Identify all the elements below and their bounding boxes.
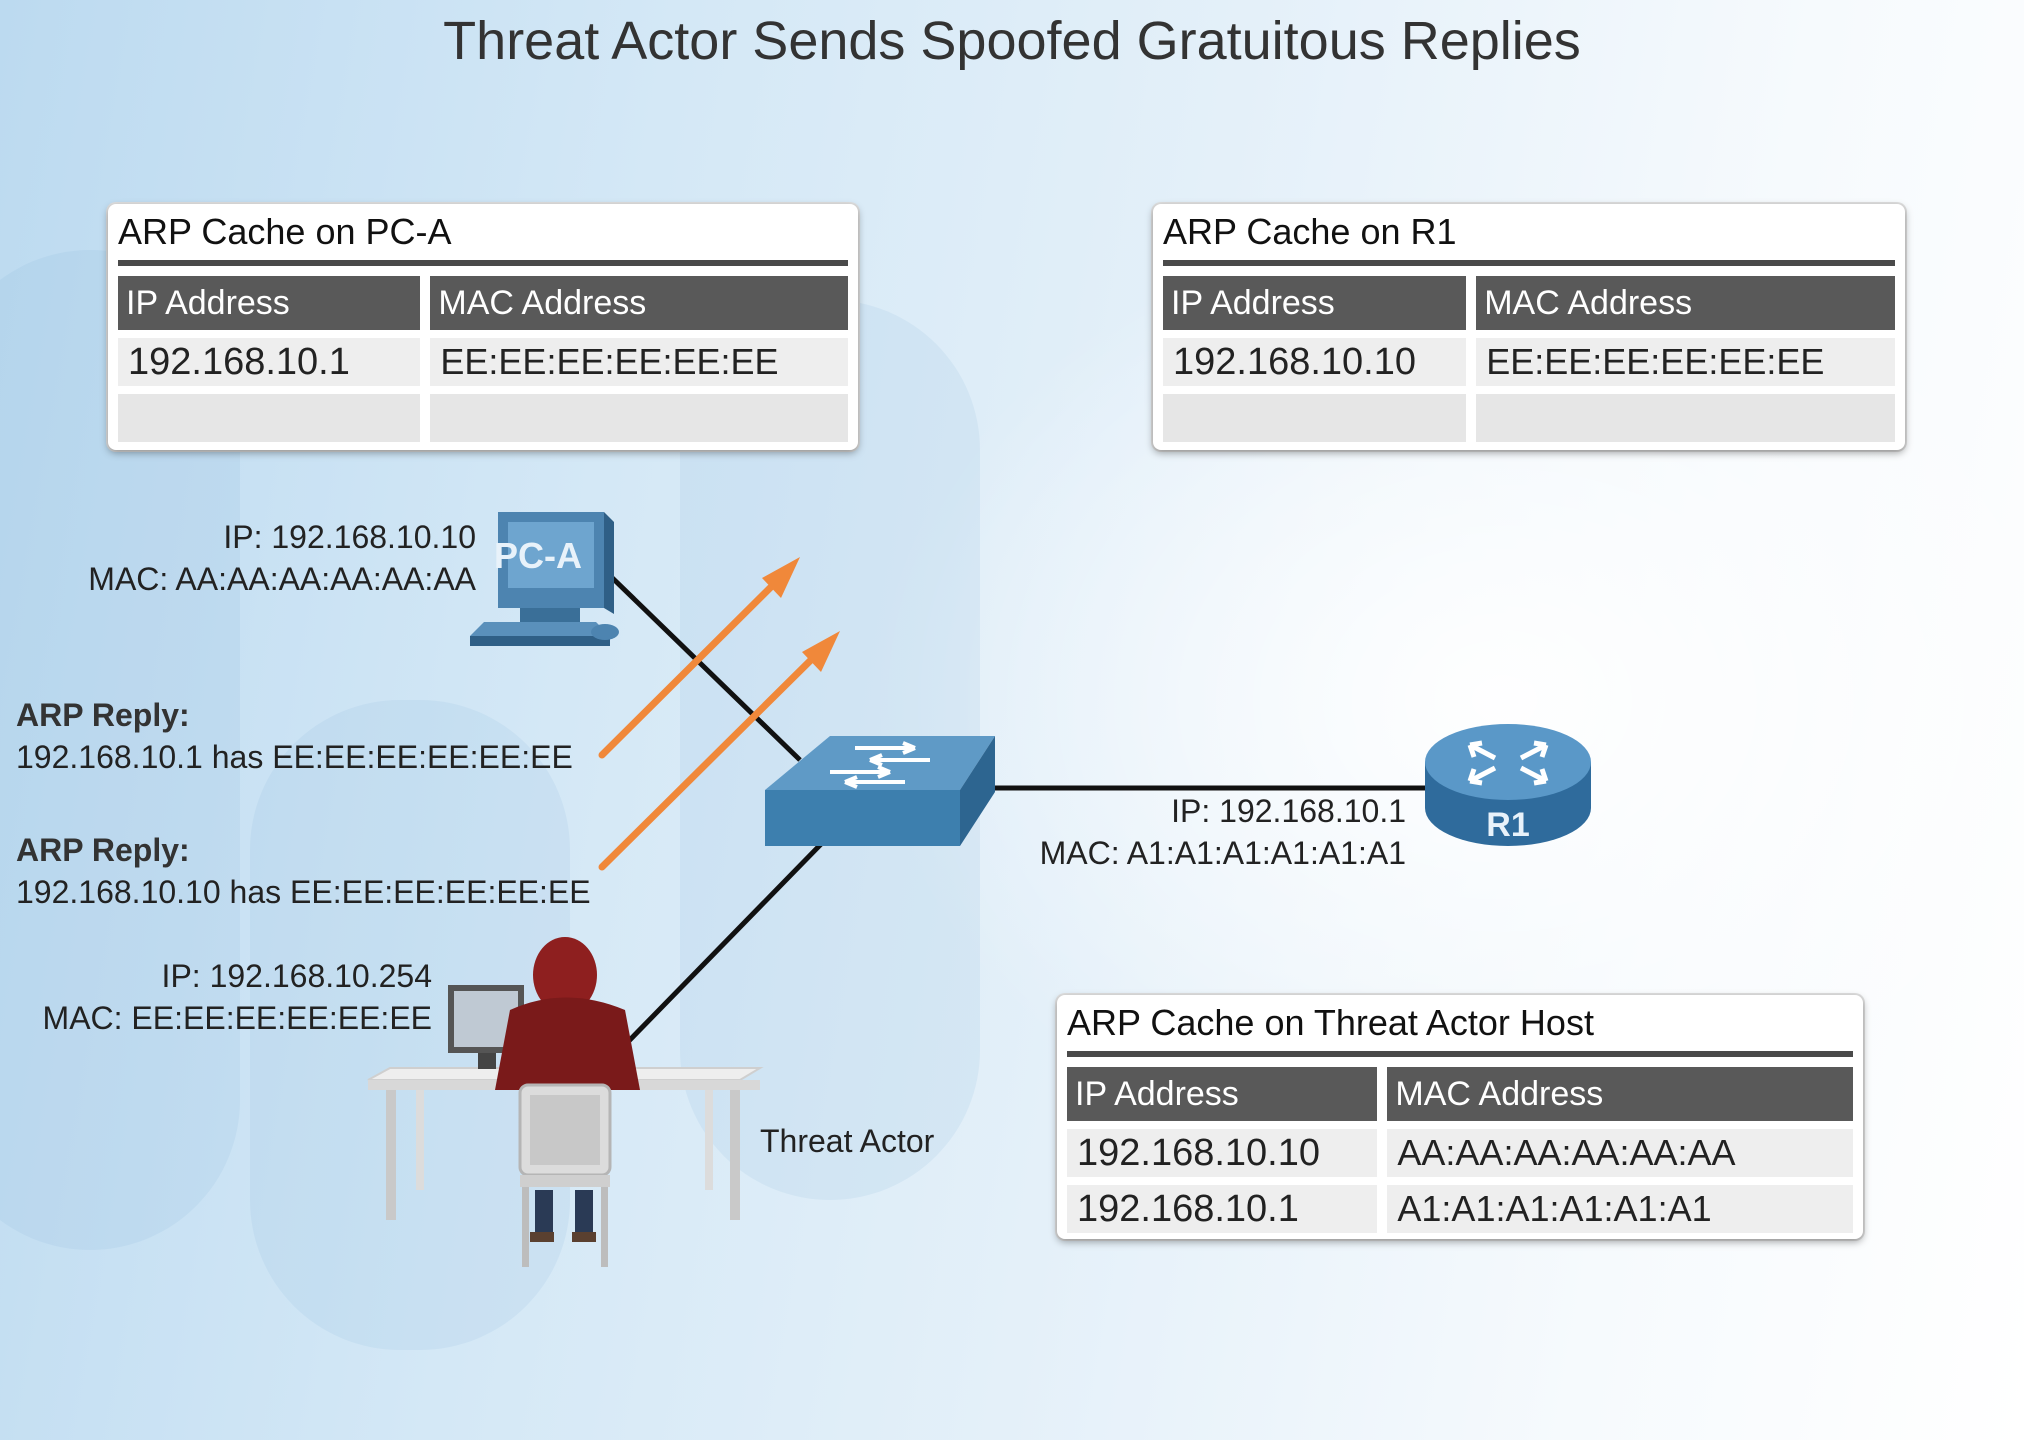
ip-cell bbox=[118, 394, 421, 442]
mac-address-header: MAC Address bbox=[430, 276, 848, 330]
mac-cell: AA:AA:AA:AA:AA:AA bbox=[1387, 1129, 1853, 1177]
r1-mac: MAC: A1:A1:A1:A1:A1:A1 bbox=[1039, 835, 1406, 871]
ip-address-header: IP Address bbox=[1067, 1067, 1378, 1121]
mac-cell: EE:EE:EE:EE:EE:EE bbox=[430, 338, 848, 386]
ip-cell: 192.168.10.10 bbox=[1067, 1129, 1378, 1177]
arp-cache-threat-actor-title: ARP Cache on Threat Actor Host bbox=[1067, 995, 1853, 1057]
router-icon bbox=[1425, 724, 1591, 846]
arp-reply-text: 192.168.10.10 has EE:EE:EE:EE:EE:EE bbox=[16, 874, 591, 910]
arp-reply-2: ARP Reply: 192.168.10.10 has EE:EE:EE:EE… bbox=[16, 829, 591, 913]
cable-switch-threat-actor bbox=[618, 838, 827, 1052]
arp-cache-threat-actor-table: IP Address MAC Address 192.168.10.10 AA:… bbox=[1057, 1059, 1863, 1241]
table-row: 192.168.10.1 A1:A1:A1:A1:A1:A1 bbox=[1067, 1185, 1853, 1233]
router-label: R1 bbox=[1486, 806, 1529, 844]
pc-icon bbox=[470, 512, 619, 646]
arp-reply-1: ARP Reply: 192.168.10.1 has EE:EE:EE:EE:… bbox=[16, 694, 573, 778]
table-row: 192.168.10.10 EE:EE:EE:EE:EE:EE bbox=[1163, 338, 1895, 386]
table-row bbox=[118, 394, 848, 442]
arp-reply-arrow bbox=[598, 631, 840, 871]
ip-address-header: IP Address bbox=[118, 276, 421, 330]
arp-reply-text: 192.168.10.1 has EE:EE:EE:EE:EE:EE bbox=[16, 739, 573, 775]
mac-address-header: MAC Address bbox=[1476, 276, 1895, 330]
arp-reply-arrow bbox=[598, 557, 800, 759]
pc-a-label: PC-A bbox=[494, 535, 582, 576]
arp-cache-pca: ARP Cache on PC-A IP Address MAC Address… bbox=[108, 204, 858, 450]
table-row bbox=[1163, 394, 1895, 442]
threat-actor-address: IP: 192.168.10.254 MAC: EE:EE:EE:EE:EE:E… bbox=[30, 955, 432, 1039]
arp-cache-r1-title: ARP Cache on R1 bbox=[1163, 204, 1895, 266]
ip-address-header: IP Address bbox=[1163, 276, 1467, 330]
arp-cache-r1: ARP Cache on R1 IP Address MAC Address 1… bbox=[1153, 204, 1905, 450]
mac-cell bbox=[430, 394, 848, 442]
pc-a-mac: MAC: AA:AA:AA:AA:AA:AA bbox=[88, 561, 476, 597]
threat-actor-icon bbox=[367, 937, 764, 1267]
page-title: Threat Actor Sends Spoofed Gratuitous Re… bbox=[443, 11, 1581, 71]
ip-cell: 192.168.10.1 bbox=[1067, 1185, 1378, 1233]
switch-icon bbox=[765, 736, 995, 846]
ip-cell: 192.168.10.10 bbox=[1163, 338, 1467, 386]
mac-cell bbox=[1476, 394, 1895, 442]
arp-reply-heading: ARP Reply: bbox=[16, 832, 190, 868]
threat-actor-label: Threat Actor bbox=[760, 1123, 935, 1159]
table-row: 192.168.10.10 AA:AA:AA:AA:AA:AA bbox=[1067, 1129, 1853, 1177]
table-row: 192.168.10.1 EE:EE:EE:EE:EE:EE bbox=[118, 338, 848, 386]
r1-ip: IP: 192.168.10.1 bbox=[1171, 793, 1406, 829]
threat-actor-ip: IP: 192.168.10.254 bbox=[161, 958, 432, 994]
cable-pca-switch bbox=[598, 564, 802, 762]
arp-reply-heading: ARP Reply: bbox=[16, 697, 190, 733]
ip-cell bbox=[1163, 394, 1467, 442]
arp-cache-pca-title: ARP Cache on PC-A bbox=[118, 204, 848, 266]
mac-address-header: MAC Address bbox=[1387, 1067, 1853, 1121]
r1-address: IP: 192.168.10.1 MAC: A1:A1:A1:A1:A1:A1 bbox=[960, 790, 1406, 874]
arp-cache-threat-actor: ARP Cache on Threat Actor Host IP Addres… bbox=[1057, 995, 1863, 1239]
mac-cell: A1:A1:A1:A1:A1:A1 bbox=[1387, 1185, 1853, 1233]
threat-actor-mac: MAC: EE:EE:EE:EE:EE:EE bbox=[42, 1000, 432, 1036]
pc-a-address: IP: 192.168.10.10 MAC: AA:AA:AA:AA:AA:AA bbox=[40, 516, 476, 600]
mac-cell: EE:EE:EE:EE:EE:EE bbox=[1476, 338, 1895, 386]
ip-cell: 192.168.10.1 bbox=[118, 338, 421, 386]
pc-a-ip: IP: 192.168.10.10 bbox=[223, 519, 476, 555]
arp-cache-r1-table: IP Address MAC Address 192.168.10.10 EE:… bbox=[1153, 268, 1905, 450]
arp-cache-pca-table: IP Address MAC Address 192.168.10.1 EE:E… bbox=[108, 268, 858, 450]
